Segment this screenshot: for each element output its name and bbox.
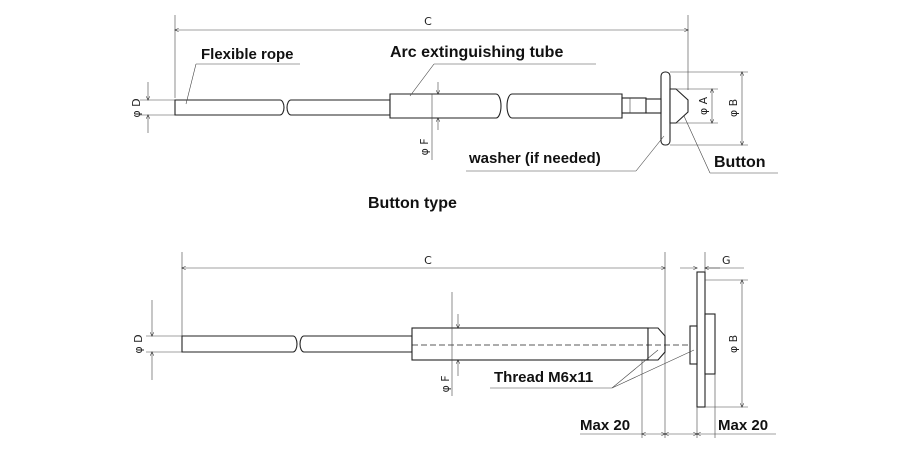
c-dimension-label: C (424, 15, 432, 28)
max-20-left-label: Max 20 (580, 417, 630, 434)
button-type-drawing: C φ D φ F φ A φ B (130, 15, 778, 212)
max-20-right-label: Max 20 (718, 417, 768, 434)
arc-tube-segment-2 (506, 93, 623, 119)
d2-dimension-label: φ D (132, 334, 145, 353)
arc-tube-segment-1 (389, 93, 502, 119)
button-type-caption: Button type (368, 195, 457, 212)
button-neck (621, 97, 647, 114)
rope-segment-1 (174, 99, 285, 116)
f2-dimension-label: φ F (439, 375, 452, 392)
left-nut (689, 325, 698, 365)
thread-leader-1 (611, 349, 659, 389)
tube2-body (411, 327, 649, 361)
rope2-segment-2 (299, 335, 413, 353)
contact-plate (696, 271, 706, 408)
g-dimension-label: G (722, 254, 731, 267)
tube2-chamfer (647, 327, 666, 361)
a-dimension-label: φ A (697, 96, 710, 115)
washer-leader (635, 135, 665, 172)
thread-label: Thread M6x11 (494, 369, 593, 386)
thread-leader-2 (611, 349, 695, 389)
button-leader (683, 115, 711, 174)
washer (660, 71, 671, 146)
washer-hub (645, 98, 662, 114)
button-label: Button (714, 154, 766, 171)
washer-label: washer (if needed) (468, 150, 601, 167)
threaded-type-drawing: C φ D φ F G φ B (132, 252, 776, 438)
b2-dimension-label: φ B (727, 335, 740, 353)
button-head (669, 88, 689, 124)
right-nut (704, 313, 716, 375)
arc-tube-label: Arc extinguishing tube (390, 44, 563, 61)
rope-segment-2 (286, 99, 391, 116)
rope2-segment-1 (181, 335, 298, 353)
d-dimension-label: φ D (130, 98, 143, 117)
f-dimension-label: φ F (418, 138, 431, 155)
flexible-rope-leader (185, 63, 197, 105)
c2-dimension-label: C (424, 254, 432, 267)
arc-tube-leader (409, 63, 435, 97)
b-dimension-label: φ B (727, 99, 740, 117)
flexible-rope-label: Flexible rope (201, 46, 294, 63)
